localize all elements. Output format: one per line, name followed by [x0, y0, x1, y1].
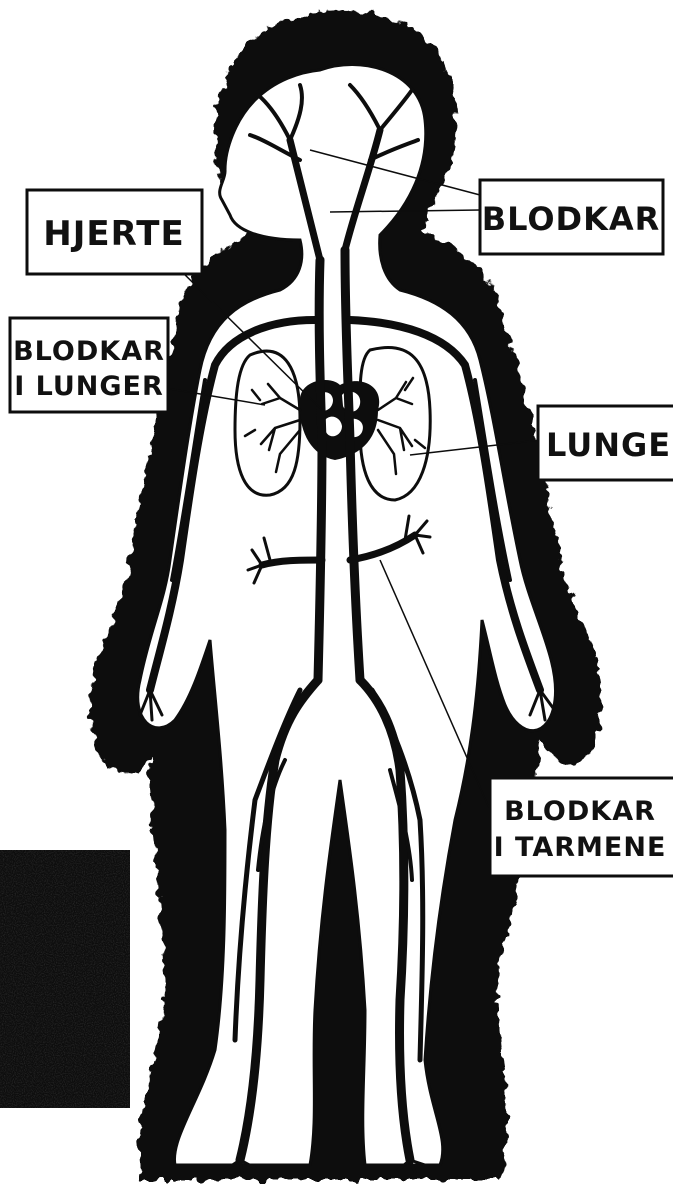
- label-blood-vessels: BLODKAR: [480, 180, 663, 254]
- label-intestine-vessels: BLODKAR I TARMENE: [490, 778, 673, 876]
- label-lung-vessels-line1: BLODKAR: [13, 336, 165, 367]
- label-intestine-vessels-line2: I TARMENE: [494, 832, 667, 863]
- label-lungs: LUNGER: [538, 406, 673, 480]
- label-intestine-vessels-line1: BLODKAR: [504, 796, 656, 827]
- label-lungs-text: LUNGER: [546, 426, 673, 464]
- label-heart-text: HJERTE: [43, 214, 184, 254]
- label-blood-vessels-text: BLODKAR: [482, 200, 661, 238]
- label-heart: HJERTE: [27, 190, 202, 274]
- label-lung-vessels-line2: I LUNGER: [14, 371, 164, 402]
- label-lung-vessels: BLODKAR I LUNGER: [10, 318, 168, 412]
